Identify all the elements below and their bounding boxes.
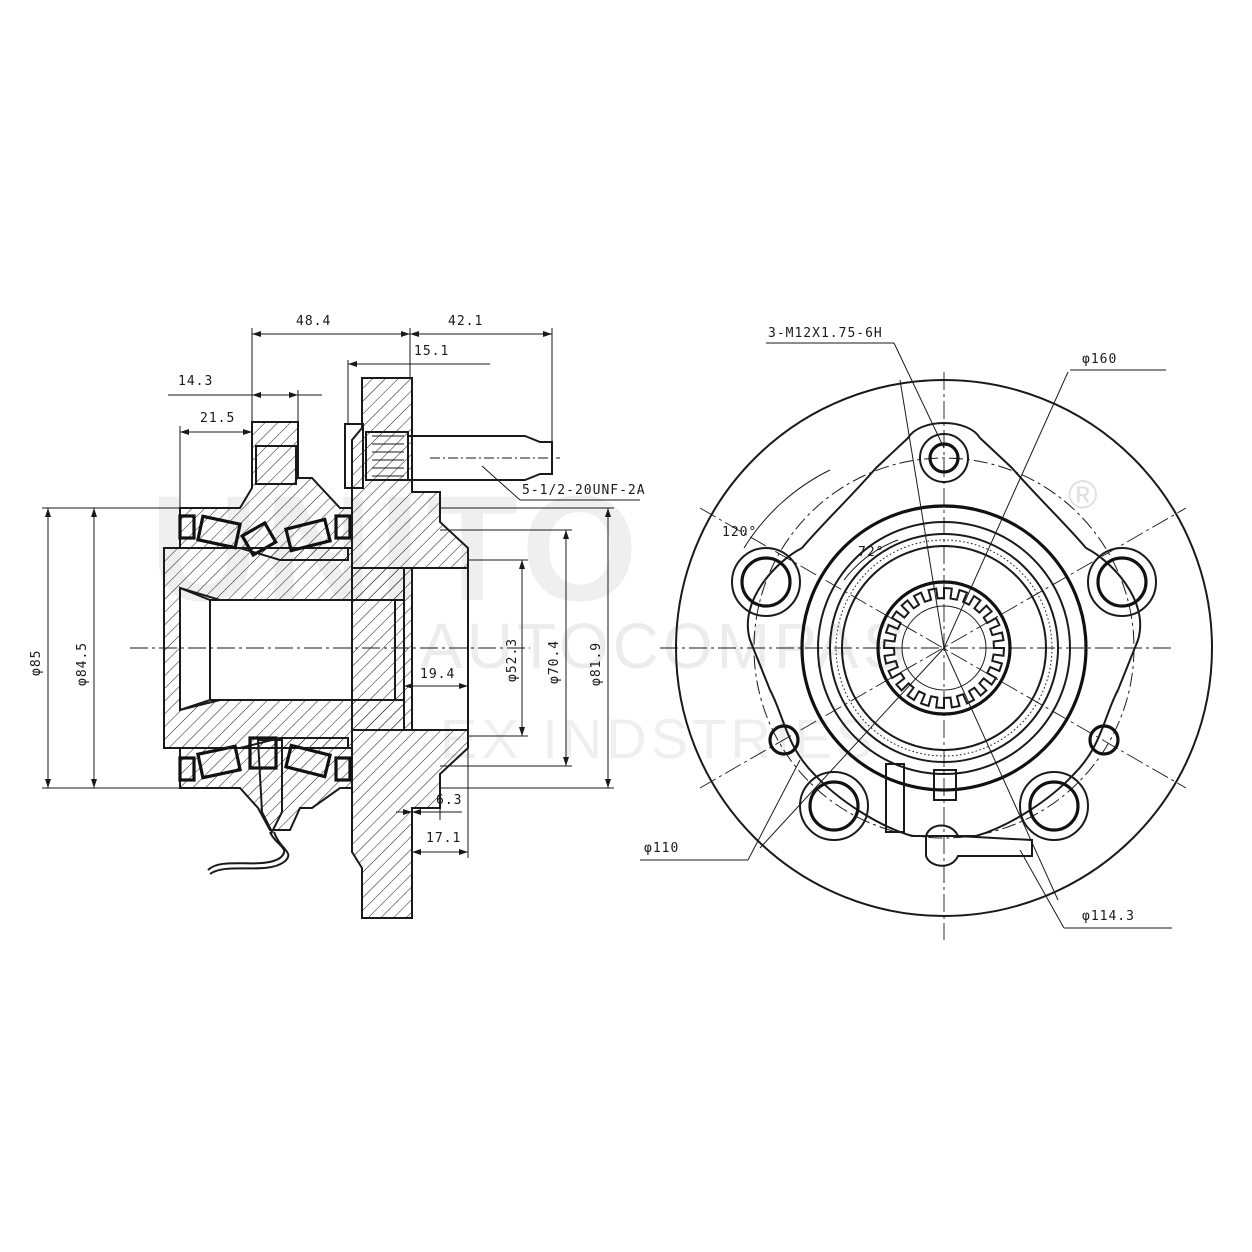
dim-phi52-3: φ52.3 [468, 559, 528, 737]
angle-label-120: 120° [722, 525, 757, 540]
abs-sensor [207, 739, 290, 875]
dim-label-42-1: 42.1 [448, 314, 483, 329]
front-abs-sensor [885, 763, 1033, 867]
mounting-flange-profile [747, 422, 1141, 837]
front-view: 3-M12X1.75-6H φ160 120° 72° φ110 φ114.3 [640, 326, 1213, 940]
dim-phi70-4: φ70.4 [440, 529, 572, 767]
dim-label-phi52-3: φ52.3 [505, 638, 520, 682]
watermark-line1: AUTOCOMPAS [420, 610, 909, 682]
radial-lines [759, 371, 1069, 901]
angle-label-72: 72° [858, 545, 884, 560]
dim-14-3: 14.3 [168, 374, 322, 422]
dim-15-1: 15.1 [347, 344, 490, 424]
dim-21-5: 21.5 [179, 411, 252, 508]
callout-bolt-thread: 3-M12X1.75-6H [766, 326, 945, 449]
dim-phi81-9: φ81.9 [440, 507, 614, 789]
callout-label-phi110: φ110 [644, 841, 679, 856]
dim-label-6-3: 6.3 [436, 793, 462, 808]
dim-phi85: φ85 [29, 507, 180, 789]
dim-label-19-4: 19.4 [420, 667, 455, 682]
dim-6-3: 6.3 [396, 790, 462, 820]
dim-label-21-5: 21.5 [200, 411, 235, 426]
dim-label-15-1: 15.1 [414, 344, 449, 359]
callout-label-bolt-thread: 3-M12X1.75-6H [768, 326, 883, 341]
tapered-rollers-bottom [196, 736, 333, 780]
dim-label-phi85: φ85 [29, 650, 44, 676]
wheel-stud-holes [731, 547, 1157, 841]
dim-label-48-4: 48.4 [296, 314, 331, 329]
callout-label-phi160: φ160 [1082, 352, 1117, 367]
callout-phi160: φ160 [1070, 352, 1166, 371]
dim-label-phi70-4: φ70.4 [547, 640, 562, 684]
dim-48-4: 48.4 [251, 314, 411, 422]
stud-knurl-lines [372, 435, 404, 477]
callout-phi110: φ110 [640, 759, 801, 861]
watermark-registered: ® [1068, 473, 1097, 517]
hub-pilot [800, 504, 1088, 792]
dim-19-4: 19.4 [404, 667, 468, 689]
dim-17-1: 17.1 [411, 748, 469, 858]
seals [178, 514, 352, 782]
stud-head [344, 423, 364, 489]
dim-thread: 5-1/2-20UNF-2A [481, 465, 646, 501]
side-section-view: 48.4 42.1 15.1 14.3 21.5 5-1/ [29, 314, 646, 919]
tapered-rollers-top [196, 514, 333, 558]
mount-bolt-hole [255, 445, 297, 485]
watermark-line2: EX INDSTRIES [440, 707, 877, 770]
mount-bolt-holes [768, 433, 1120, 756]
callout-phi114-3: φ114.3 [1019, 849, 1172, 929]
callout-label-phi114-3: φ114.3 [1082, 909, 1135, 924]
dim-label-phi84-5: φ84.5 [75, 642, 90, 686]
dim-label-17-1: 17.1 [426, 831, 461, 846]
dim-label-14-3: 14.3 [178, 374, 213, 389]
dim-label-phi81-9: φ81.9 [589, 642, 604, 686]
stud-knurl [365, 431, 409, 481]
flange-outer [675, 379, 1213, 917]
abs-tone-ring [835, 539, 1053, 757]
dim-42-1: 42.1 [410, 314, 553, 442]
dim-label-thread: 5-1/2-20UNF-2A [522, 483, 646, 498]
dim-phi84-5: φ84.5 [75, 508, 97, 788]
spline-bore [876, 580, 1012, 716]
